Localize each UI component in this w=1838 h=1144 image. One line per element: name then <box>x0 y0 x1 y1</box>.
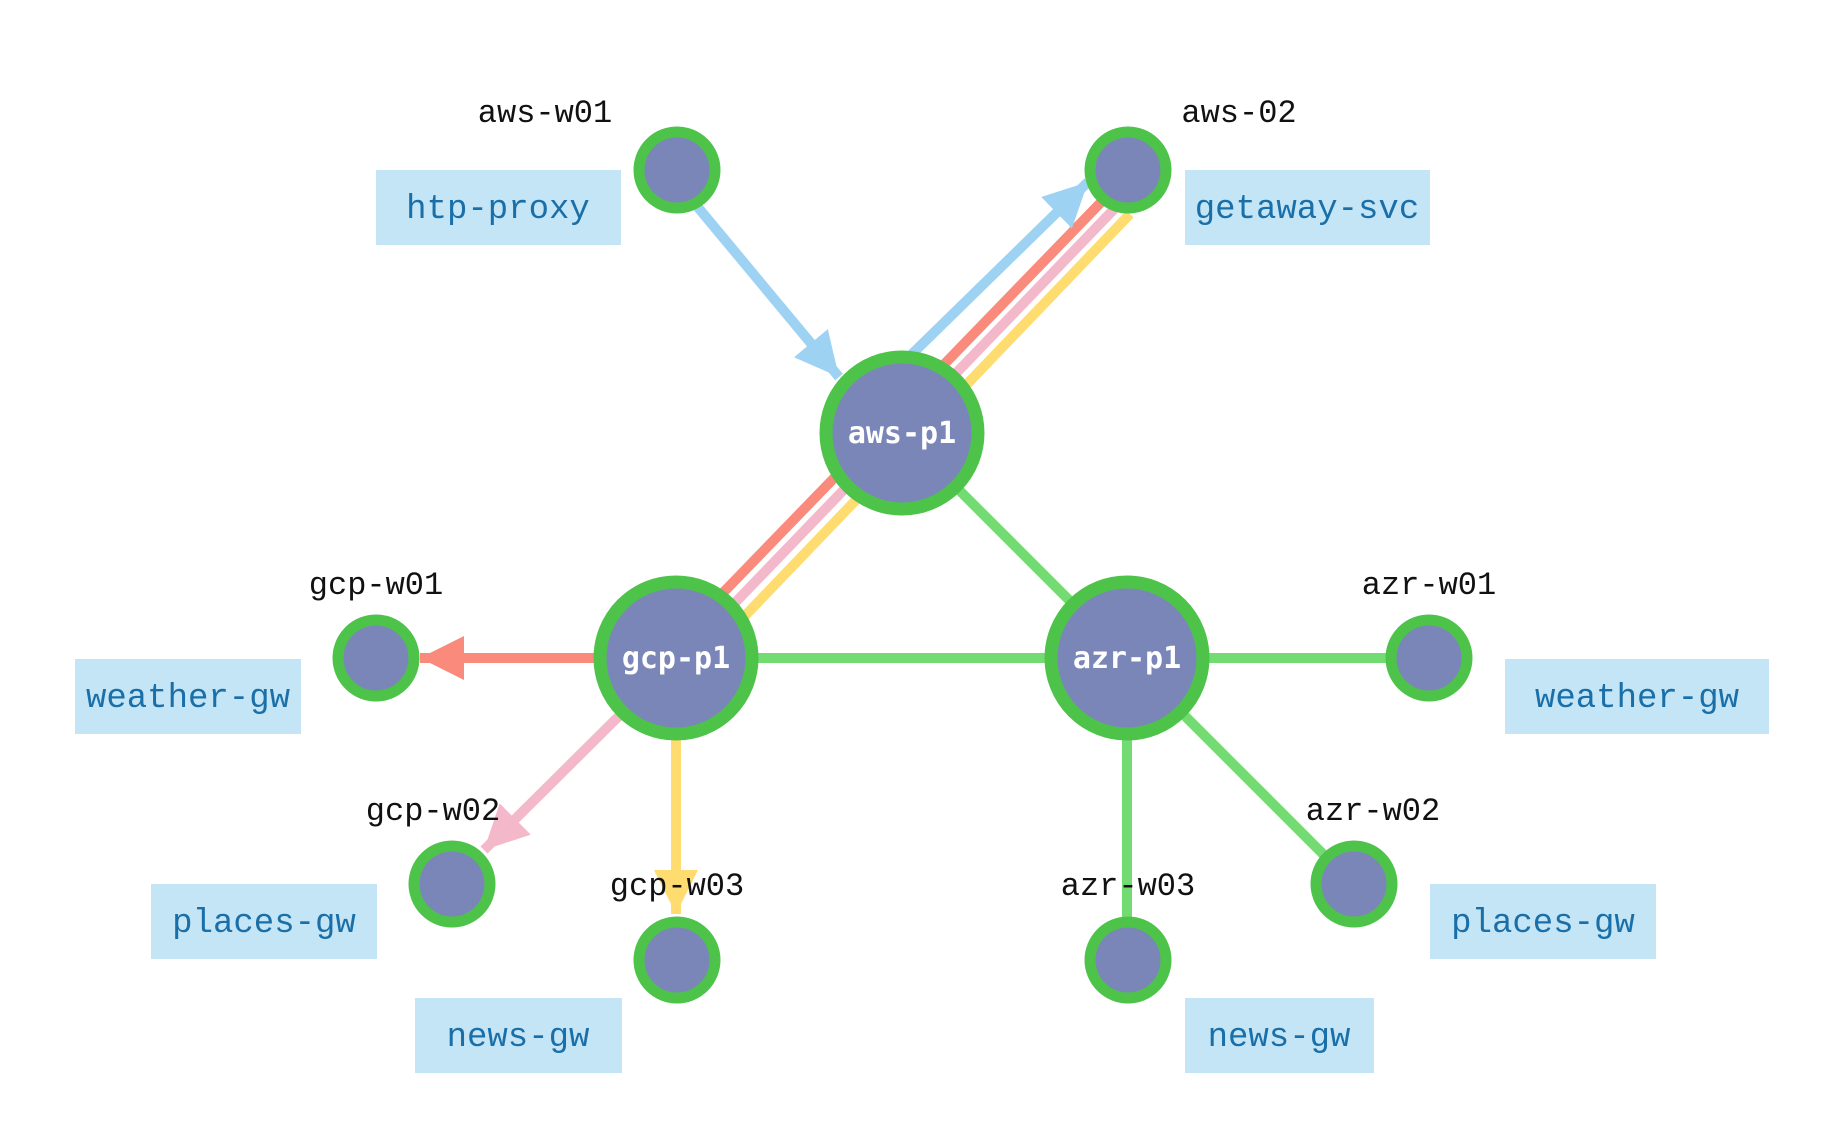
hub-circle <box>1044 575 1210 741</box>
service-tag-aws-02: getaway-svc <box>1185 170 1430 245</box>
worker-label-aws-02: aws-02 <box>1181 95 1296 132</box>
service-tag-gcp-w03: news-gw <box>415 998 622 1073</box>
worker-label-gcp-w02: gcp-w02 <box>366 793 500 830</box>
service-tag-gcp-w02: places-gw <box>151 884 377 959</box>
hub-circle <box>593 575 759 741</box>
service-box <box>1430 884 1656 959</box>
worker-node-gcp-w03[interactable]: gcp-w03 <box>610 868 744 1004</box>
service-label: weather-gw <box>86 680 291 718</box>
worker-label-aws-w01: aws-w01 <box>478 95 612 132</box>
worker-node-aws-02[interactable]: aws-02 <box>1084 95 1297 214</box>
service-box <box>75 659 301 734</box>
service-label: getaway-svc <box>1195 191 1419 229</box>
hub-label-azr-p1: azr-p1 <box>1073 641 1181 676</box>
worker-node-aws-w01[interactable]: aws-w01 <box>478 95 721 214</box>
worker-circle <box>1084 916 1172 1004</box>
service-box <box>376 170 621 245</box>
worker-circle <box>1084 126 1172 214</box>
service-label: news-gw <box>1208 1019 1351 1057</box>
service-label: news-gw <box>447 1019 590 1057</box>
worker-label-azr-w01: azr-w01 <box>1362 567 1496 604</box>
worker-circle <box>332 614 420 702</box>
service-label: places-gw <box>172 905 356 943</box>
worker-circle <box>1385 614 1473 702</box>
service-tag-gcp-w01: weather-gw <box>75 659 301 734</box>
worker-label-gcp-w01: gcp-w01 <box>309 567 443 604</box>
service-tag-azr-w01: weather-gw <box>1505 659 1769 734</box>
worker-circle <box>633 126 721 214</box>
service-label: places-gw <box>1451 905 1635 943</box>
service-label: htp-proxy <box>406 191 590 229</box>
worker-circle <box>1310 840 1398 928</box>
hub-circle <box>819 350 985 516</box>
hub-node-gcp-p1[interactable]: gcp-p1 <box>593 575 759 741</box>
worker-node-gcp-w01[interactable]: gcp-w01 <box>309 567 443 702</box>
worker-node-gcp-w02[interactable]: gcp-w02 <box>366 793 500 928</box>
route-blue-to-aws-02 <box>907 178 1092 359</box>
hub-node-aws-p1[interactable]: aws-p1 <box>819 350 985 516</box>
worker-circle <box>408 840 496 928</box>
service-box <box>1185 998 1374 1073</box>
worker-label-gcp-w03: gcp-w03 <box>610 868 744 905</box>
worker-node-azr-w01[interactable]: azr-w01 <box>1362 567 1496 702</box>
route-pink-to-gcp-w02 <box>480 711 624 854</box>
service-box <box>1185 170 1430 245</box>
service-box <box>415 998 622 1073</box>
service-label: weather-gw <box>1535 680 1740 718</box>
worker-label-azr-w02: azr-w02 <box>1306 793 1440 830</box>
worker-node-azr-w02[interactable]: azr-w02 <box>1306 793 1440 928</box>
service-tag-azr-w03: news-gw <box>1185 998 1374 1073</box>
hub-label-aws-p1: aws-p1 <box>848 416 956 451</box>
service-box <box>1505 659 1769 734</box>
route-blue-from-aws-w01 <box>692 201 843 381</box>
service-box <box>151 884 377 959</box>
worker-circle <box>633 916 721 1004</box>
worker-node-azr-w03[interactable]: azr-w03 <box>1061 868 1195 1004</box>
service-tag-azr-w02: places-gw <box>1430 884 1656 959</box>
service-tag-aws-w01: htp-proxy <box>376 170 621 245</box>
hub-label-gcp-p1: gcp-p1 <box>622 641 730 676</box>
worker-label-azr-w03: azr-w03 <box>1061 868 1195 905</box>
hub-node-azr-p1[interactable]: azr-p1 <box>1044 575 1210 741</box>
